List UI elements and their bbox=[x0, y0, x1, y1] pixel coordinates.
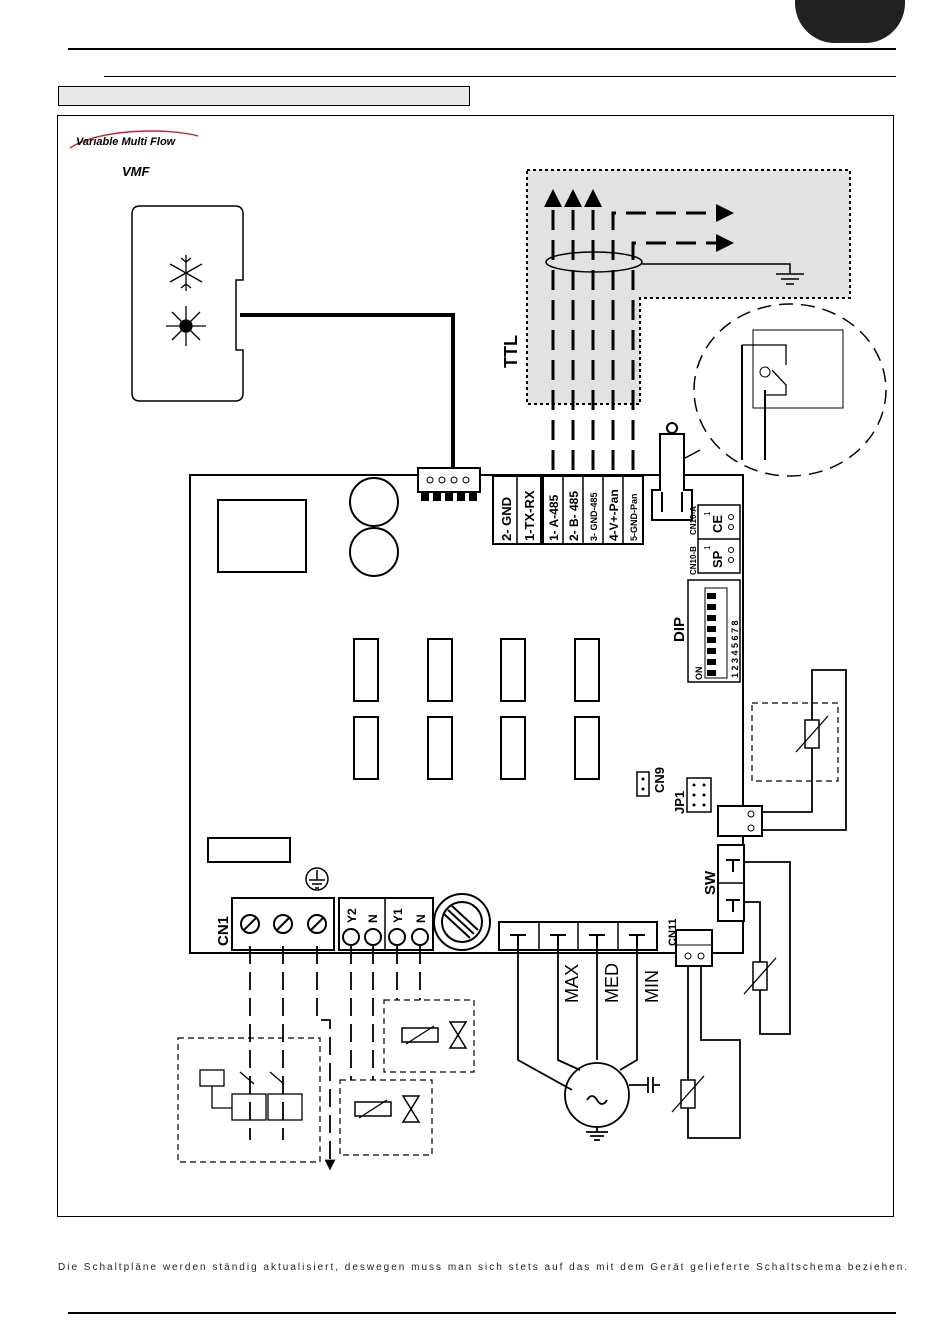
fan-motor bbox=[517, 946, 660, 1141]
air-probe bbox=[717, 669, 847, 837]
ttl-pin-1: 2- GND bbox=[499, 497, 514, 541]
presence-plug bbox=[651, 422, 693, 521]
board-bottom-parts bbox=[207, 837, 491, 951]
sp-label: SP bbox=[710, 550, 725, 568]
footer-note: Die Schaltpläne werden ständig aktualisi… bbox=[58, 1262, 910, 1273]
rs485-connector: 1- A-485 2- B- 485 3- GND-485 4-V+-Pan 5… bbox=[542, 475, 644, 545]
fan-speed-max: MAX bbox=[562, 964, 582, 1003]
valve-terminal: Y2 N Y1 N bbox=[338, 897, 434, 951]
cn11-label: CN11 bbox=[667, 918, 679, 946]
bus-arrows bbox=[544, 189, 734, 470]
cn10b-pin: 1 bbox=[703, 545, 712, 550]
cn1-terminal: CN1 bbox=[215, 897, 335, 951]
fan-terminal: MAX MED MIN bbox=[498, 921, 662, 1003]
ground-icon bbox=[776, 273, 804, 285]
rs485-pin-1: 1- A-485 bbox=[547, 494, 561, 541]
fan-speed-med: MED bbox=[602, 963, 622, 1003]
cn9-jumper: CN9 bbox=[636, 767, 667, 797]
section-rule bbox=[104, 76, 896, 77]
ttl-area bbox=[526, 169, 851, 405]
cn10b-label: CN10-B bbox=[689, 546, 698, 575]
fan-speed-min: MIN bbox=[642, 970, 662, 1003]
remote-switch-box bbox=[177, 1037, 321, 1163]
capacitor-2 bbox=[349, 527, 399, 577]
cn1-label: CN1 bbox=[215, 916, 232, 946]
valve-2 bbox=[339, 1079, 433, 1156]
ce-label: CE bbox=[710, 515, 725, 533]
jp1-jumper: JP1 bbox=[672, 777, 712, 814]
panel-connector bbox=[417, 467, 481, 501]
dip-on-label: ON bbox=[694, 667, 704, 681]
ttl-label: TTL bbox=[501, 335, 521, 368]
cn10-block: CE SP 1 1 CN10-A CN10-B bbox=[689, 504, 741, 575]
valve-term-n2: N bbox=[414, 914, 428, 923]
snowflake-icon bbox=[169, 255, 203, 291]
valve-1 bbox=[383, 999, 475, 1073]
external-wiring bbox=[249, 946, 421, 1171]
logo: Variable Multi Flow VMF bbox=[69, 130, 199, 179]
ttl-pin-2: 1-TX-RX bbox=[522, 490, 537, 541]
relays bbox=[353, 638, 600, 780]
dip-label: DIP bbox=[671, 617, 688, 642]
valve-term-y1: Y1 bbox=[391, 908, 405, 923]
sw-terminal: SW bbox=[702, 844, 791, 1035]
dip-switch: ON 1 2 3 4 5 6 7 8 DIP bbox=[671, 579, 741, 683]
sw-label: SW bbox=[702, 870, 719, 895]
rs485-pin-3: 3- GND-485 bbox=[589, 492, 599, 541]
dip-numbers: 1 2 3 4 5 6 7 8 bbox=[730, 620, 740, 678]
cn9-label: CN9 bbox=[652, 767, 667, 793]
wiring-diagram: Variable Multi Flow VMF bbox=[69, 130, 887, 1171]
cable-shield bbox=[545, 251, 643, 273]
earth-symbol bbox=[305, 867, 329, 891]
logo-model: VMF bbox=[122, 164, 151, 179]
cn11-terminal: CN11 bbox=[667, 918, 741, 1139]
ttl-connector: 2- GND 1-TX-RX bbox=[492, 475, 542, 545]
capacitor-1 bbox=[349, 477, 399, 527]
logo-brand: Variable Multi Flow bbox=[76, 136, 177, 148]
control-panel bbox=[131, 205, 455, 470]
sun-icon bbox=[166, 306, 206, 346]
top-rule bbox=[68, 48, 896, 50]
valve-term-y2: Y2 bbox=[345, 908, 359, 923]
caption-box bbox=[58, 86, 470, 106]
rs485-pin-5: 5-GND-Pan bbox=[629, 493, 639, 541]
valve-term-n1: N bbox=[366, 914, 380, 923]
presence-contact-detail bbox=[668, 303, 887, 477]
transformer bbox=[217, 499, 307, 573]
page-tab bbox=[795, 0, 905, 43]
rs485-pin-2: 2- B- 485 bbox=[567, 491, 581, 541]
rs485-pin-4: 4-V+-Pan bbox=[607, 489, 621, 541]
main-board bbox=[189, 474, 744, 954]
jp1-label: JP1 bbox=[672, 791, 687, 814]
diagram-frame bbox=[57, 115, 894, 1217]
cn10a-pin: 1 bbox=[703, 511, 712, 516]
bottom-rule bbox=[68, 1312, 896, 1314]
cn10a-label: CN10-A bbox=[689, 506, 698, 535]
